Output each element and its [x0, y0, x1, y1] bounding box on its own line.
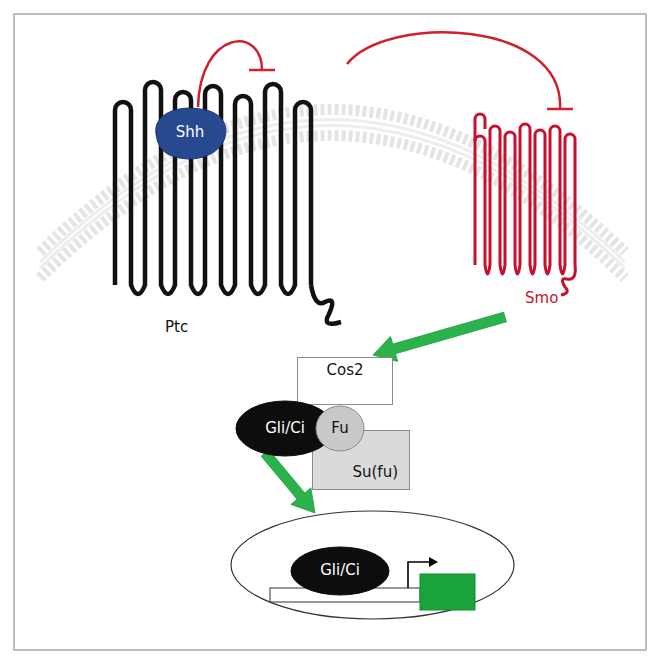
- node-label: Cos2: [326, 362, 363, 379]
- frame: [14, 14, 646, 650]
- node-label: Gli/Ci: [265, 420, 305, 437]
- node-label: Smo: [525, 290, 558, 307]
- node-label: Ptc: [165, 319, 188, 336]
- receptor-ptc: Ptc: [95, 70, 355, 350]
- receptor-smo: Smo: [465, 115, 590, 315]
- ligand-blob: Shh: [150, 104, 230, 162]
- node-label: Fu: [331, 420, 348, 437]
- receptor-smo-outline: [465, 115, 590, 315]
- receptor-ptc-outline: [95, 70, 355, 350]
- node-label: Gli/Ci: [320, 562, 360, 579]
- node-label: Shh: [176, 124, 205, 141]
- nucleus-ellipse: Gli/Ci: [230, 510, 515, 620]
- inhibition-connector: [347, 32, 573, 109]
- activation-arrow: [261, 450, 315, 513]
- gli-ellipse: Gli/Ci: [290, 546, 390, 596]
- node-label: Su(fu): [352, 464, 398, 481]
- fu-circle: Fu: [315, 405, 365, 452]
- activation-arrow: [373, 312, 506, 361]
- cos2-box: Cos2: [297, 357, 393, 405]
- membrane: [40, 110, 625, 279]
